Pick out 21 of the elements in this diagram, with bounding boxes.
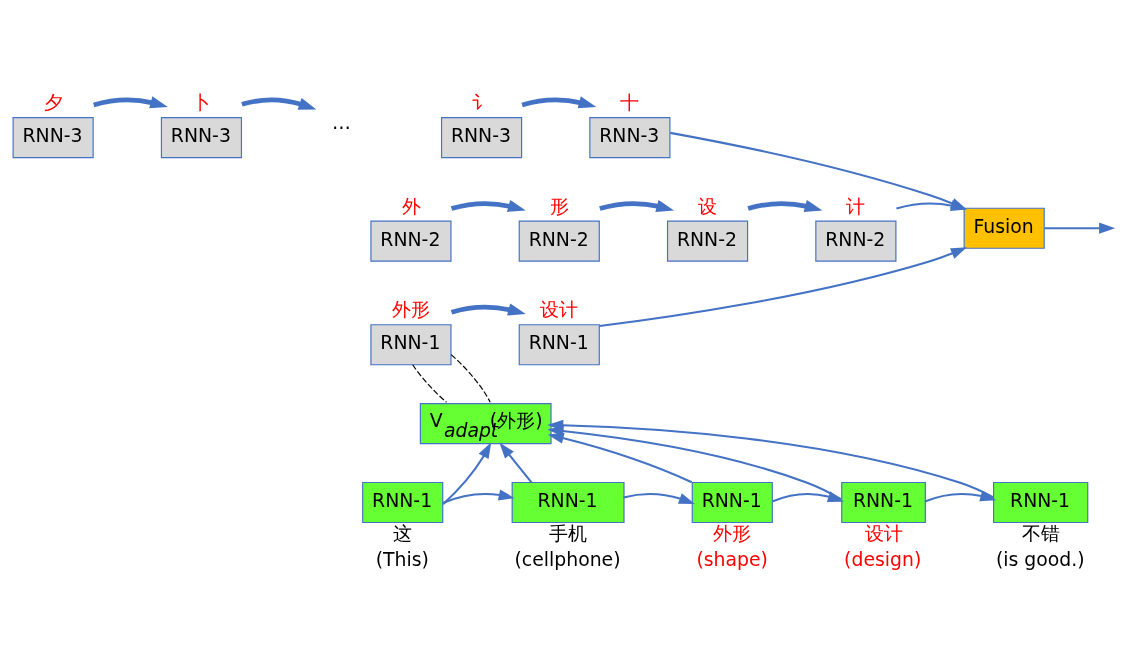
node-label: 设计 bbox=[540, 299, 579, 321]
node-label: 十 bbox=[620, 92, 640, 114]
node-label: 外形 bbox=[392, 299, 431, 321]
node-label: 形 bbox=[549, 195, 569, 217]
node-label: 设 bbox=[698, 195, 718, 217]
node-label: 计 bbox=[846, 195, 866, 217]
node-label: (is good.) bbox=[995, 548, 1085, 570]
node-label: (This) bbox=[375, 548, 429, 570]
node-label: 设计 bbox=[864, 522, 903, 544]
node-label: 夕 bbox=[43, 92, 63, 114]
node-label: 讠 bbox=[472, 92, 492, 114]
node-label: 手机 bbox=[549, 522, 588, 544]
node-text: … bbox=[332, 112, 351, 134]
node-label: 外 bbox=[401, 195, 421, 217]
node-label: 卜 bbox=[192, 92, 212, 114]
node-label: 外形 bbox=[713, 522, 752, 544]
node-label: (cellphone) bbox=[514, 548, 621, 570]
node-label: (shape) bbox=[696, 548, 768, 570]
node-label: 不错 bbox=[1021, 522, 1060, 544]
node-label: (design) bbox=[844, 548, 922, 570]
node-label: 这 bbox=[393, 522, 413, 544]
